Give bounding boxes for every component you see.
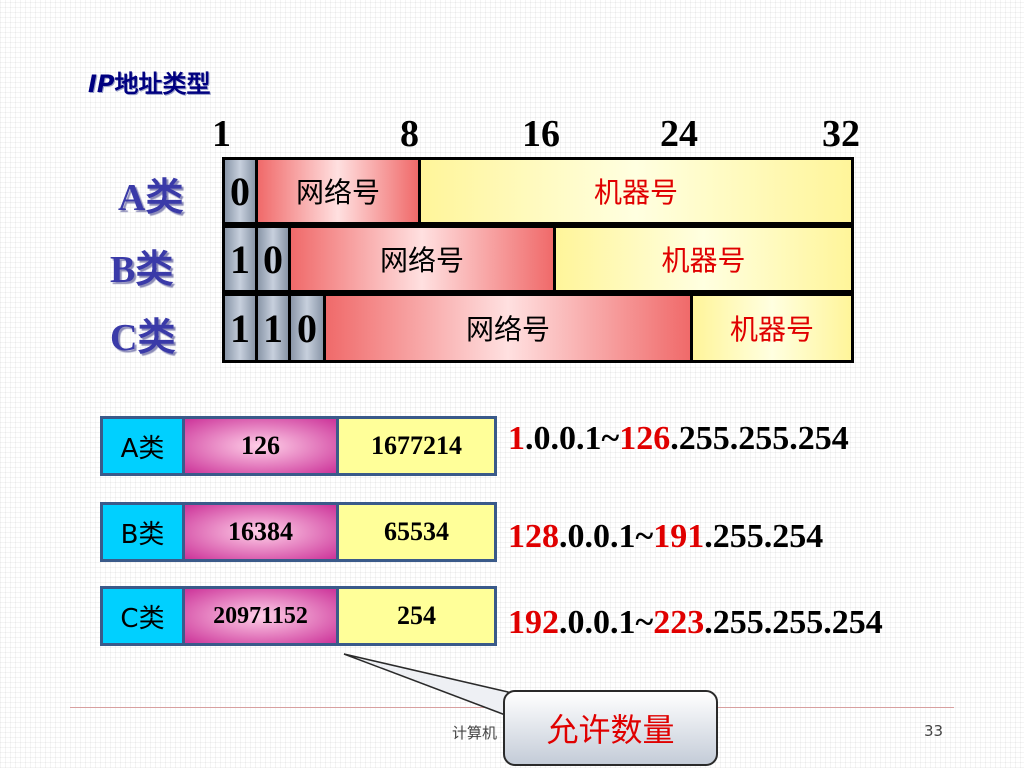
class-c-capacity-label: C类 xyxy=(103,589,185,643)
class-a-host-count: 1677214 xyxy=(339,419,494,473)
class-b-range-start-octet: 128 xyxy=(508,518,559,555)
bit-position-24: 24 xyxy=(660,113,698,155)
class-a-host-field: 机器号 xyxy=(418,157,854,225)
class-c-lead-bit-3: 0 xyxy=(288,293,326,363)
class-a-label: A类 xyxy=(118,177,184,219)
class-b-range-end-octet: 191 xyxy=(653,518,705,555)
class-c-network-count: 20971152 xyxy=(185,589,339,643)
class-c-host-field: 机器号 xyxy=(690,293,854,363)
class-c-range-end-octet: 223 xyxy=(653,604,705,641)
class-c-label: C类 xyxy=(110,317,176,359)
class-a-capacity-table: A类 126 1677214 xyxy=(100,416,497,476)
callout-allowed-count: 允许数量 xyxy=(503,690,718,766)
class-a-range-start-octet: 1 xyxy=(508,420,525,457)
class-c-host-count: 254 xyxy=(339,589,494,643)
class-b-network-count: 16384 xyxy=(185,505,339,559)
footer-text: 计算机 xyxy=(452,724,498,742)
class-b-network-field: 网络号 xyxy=(288,225,556,293)
class-a-capacity-label: A类 xyxy=(103,419,185,473)
class-c-lead-bit-2: 1 xyxy=(255,293,291,363)
class-b-host-field: 机器号 xyxy=(553,225,854,293)
bit-position-16: 16 xyxy=(522,113,560,155)
class-a-network-count: 126 xyxy=(185,419,339,473)
class-a-address-range: 1.0.0.1~126.255.255.254 xyxy=(508,420,849,458)
class-b-capacity-table: B类 16384 65534 xyxy=(100,502,497,562)
class-c-range-start-octet: 192 xyxy=(508,604,559,641)
class-b-address-range: 128.0.0.1~191.255.254 xyxy=(508,518,823,556)
title-prefix: IP xyxy=(88,70,115,98)
bit-position-32: 32 xyxy=(822,113,860,155)
bit-position-1: 1 xyxy=(212,113,231,155)
class-a-range-tail: .255.255.254 xyxy=(670,420,849,457)
class-b-lead-bit-1: 1 xyxy=(222,225,258,293)
class-a-range-end-octet: 126 xyxy=(619,420,671,457)
class-a-range-mid: .0.0.1~ xyxy=(525,420,620,457)
title-text: 地址类型 xyxy=(114,70,211,98)
class-a-lead-bit: 0 xyxy=(222,157,258,225)
bit-position-8: 8 xyxy=(400,113,419,155)
class-c-lead-bit-1: 1 xyxy=(222,293,258,363)
class-a-network-field: 网络号 xyxy=(255,157,421,225)
class-b-label: B类 xyxy=(110,249,174,291)
class-b-range-mid: .0.0.1~ xyxy=(559,518,654,555)
class-c-capacity-table: C类 20971152 254 xyxy=(100,586,497,646)
slide-title: IP地址类型 xyxy=(88,64,211,99)
page-number: 33 xyxy=(924,722,944,740)
class-b-range-tail: .255.254 xyxy=(704,518,824,555)
class-c-network-field: 网络号 xyxy=(323,293,693,363)
class-b-capacity-label: B类 xyxy=(103,505,185,559)
class-b-host-count: 65534 xyxy=(339,505,494,559)
class-b-lead-bit-2: 0 xyxy=(255,225,291,293)
class-c-address-range: 192.0.0.1~223.255.255.254 xyxy=(508,604,883,642)
class-c-range-tail: .255.255.254 xyxy=(704,604,883,641)
class-c-range-mid: .0.0.1~ xyxy=(559,604,654,641)
